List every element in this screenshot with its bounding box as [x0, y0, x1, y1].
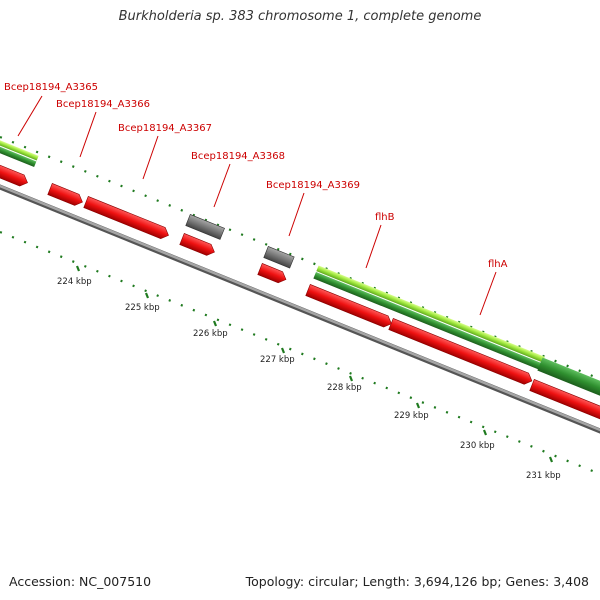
- label-flhb: flhB: [375, 212, 395, 223]
- label-bcep-a3366: Bcep18194_A3366: [56, 99, 150, 110]
- upper-dotted-guide: [0, 135, 600, 381]
- scale-label-227: 227 kbp: [260, 355, 295, 365]
- label-bcep-a3367: Bcep18194_A3367: [118, 123, 212, 134]
- gene-arrow-bcep-a3365: [47, 183, 83, 206]
- gray-gene-bcep-a3368: [185, 214, 225, 240]
- gene-arrow-bcep-a3367: [179, 233, 215, 256]
- gene-arrow-bcep-a3366: [83, 196, 169, 239]
- gray-gene-bcep-a3369: [263, 246, 295, 269]
- label-bcep-a3368: Bcep18194_A3368: [191, 151, 285, 162]
- scale-label-226: 226 kbp: [193, 329, 228, 339]
- label-flha: flhA: [488, 259, 508, 270]
- gene-arrow-flha-1: [388, 318, 533, 385]
- scale-label-225: 225 kbp: [125, 303, 160, 313]
- scale-label-228: 228 kbp: [327, 383, 362, 393]
- label-bcep-a3365: Bcep18194_A3365: [4, 82, 98, 93]
- gene-arrow-flha-2: [529, 379, 600, 425]
- scale-label-224: 224 kbp: [57, 277, 92, 287]
- green-track-left: [0, 137, 39, 168]
- chromosome-backbone: [0, 184, 600, 434]
- gene-arrow-flhb: [305, 284, 392, 328]
- gene-arrow-bcep-a3369: [257, 263, 287, 284]
- green-track-flha: [537, 357, 600, 401]
- label-bcep-a3369: Bcep18194_A3369: [266, 180, 360, 191]
- genome-summary-text: Topology: circular; Length: 3,694,126 bp…: [245, 574, 589, 589]
- gene-arrow-left-edge: [0, 164, 28, 187]
- scale-label-229: 229 kbp: [394, 411, 429, 421]
- gene-labels: Bcep18194_A3365 Bcep18194_A3366 Bcep1819…: [4, 82, 508, 270]
- label-leader-lines: [17, 95, 497, 316]
- scale-labels: 224 kbp 225 kbp 226 kbp 227 kbp 228 kbp …: [57, 277, 561, 481]
- scale-label-230: 230 kbp: [460, 441, 495, 451]
- major-ticks: [75, 265, 554, 463]
- map-title: Burkholderia sp. 383 chromosome 1, compl…: [118, 9, 482, 24]
- scale-label-231: 231 kbp: [526, 471, 561, 481]
- green-track-flhb: [313, 265, 545, 370]
- accession-text: Accession: NC_007510: [9, 574, 152, 589]
